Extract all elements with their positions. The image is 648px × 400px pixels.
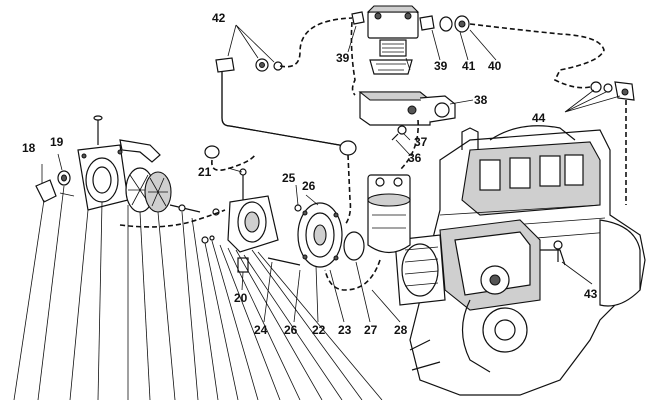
fuel-pipe-42 [204,57,357,159]
callout-19: 19 [50,135,64,149]
callout-26-bottom: 26 [284,323,298,337]
callout-37: 37 [414,135,428,149]
filter-head-38 [358,91,456,126]
callout-42: 42 [212,11,226,25]
callout-43: 43 [584,287,598,301]
top-block-assembly [351,5,470,75]
callout-22: 22 [312,323,326,337]
callout-39-right: 39 [434,59,448,73]
callout-20: 20 [234,291,248,305]
lift-pump-exploded [35,115,365,273]
callout-18: 18 [22,141,36,155]
callout-39-left: 39 [336,51,350,65]
callout-23: 23 [338,323,352,337]
callout-38: 38 [474,93,488,107]
callout-21: 21 [198,165,212,179]
callout-26-top: 26 [302,179,316,193]
callout-27: 27 [364,323,378,337]
callout-28: 28 [394,323,408,337]
callout-24: 24 [254,323,268,337]
callout-36: 36 [408,151,422,165]
callout-41: 41 [462,59,476,73]
fuel-lines-dashed [119,17,627,291]
callout-25: 25 [282,171,296,185]
engine-block [394,125,646,396]
fuel-filter-assembly [367,174,411,254]
fittings-44 [590,81,635,101]
callout-labels: 18 19 42 39 39 41 40 38 37 36 44 21 25 2… [22,11,598,337]
fasteners-36-37 [391,125,563,262]
leader-lines [13,24,621,400]
callout-44: 44 [532,111,546,125]
callout-40: 40 [488,59,502,73]
